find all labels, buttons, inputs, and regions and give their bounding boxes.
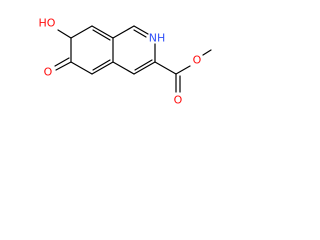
- atom-label-hydroxy: HO: [39, 17, 56, 30]
- bond-c1-n2: [133, 25, 149, 35]
- bond-c3-c4-double-b: [134, 59, 153, 71]
- bond-c5-c6: [70, 61, 93, 75]
- atom-label-ester-oxygen: O: [193, 54, 202, 67]
- atom-label-keto-oxygen: O: [44, 66, 53, 79]
- bond-c6-o-keto-a: [55, 61, 72, 71]
- atom-label-carbonyl-oxygen: O: [174, 94, 183, 107]
- bond-c4a-c5: [91, 61, 114, 75]
- atom-labels: HO O NH O O: [39, 17, 202, 107]
- bond-c8-c8a-double-b: [92, 29, 111, 41]
- bond-c4-c4a: [112, 61, 135, 75]
- atom-label-ring-nitrogen: NH: [149, 32, 166, 45]
- bond-c8-c8a-double-a: [91, 25, 114, 39]
- bond-c3-c4: [133, 61, 156, 75]
- bond-c-o-ester: [175, 65, 191, 75]
- bond-c7-c8: [70, 25, 93, 39]
- bond-o-methyl: [202, 49, 212, 56]
- bond-c1-n2-double-b: [133, 29, 147, 38]
- bonds: [54, 25, 212, 93]
- bond-c4a-c5-double-b: [92, 59, 111, 71]
- bond-c8a-c1: [112, 25, 135, 39]
- bond-c3-c-ester: [154, 61, 177, 75]
- molecule-structure: HO O NH O O: [39, 17, 212, 107]
- bond-c6-o-keto-b: [54, 57, 70, 67]
- bond-c7-o-hydroxy: [57, 29, 72, 39]
